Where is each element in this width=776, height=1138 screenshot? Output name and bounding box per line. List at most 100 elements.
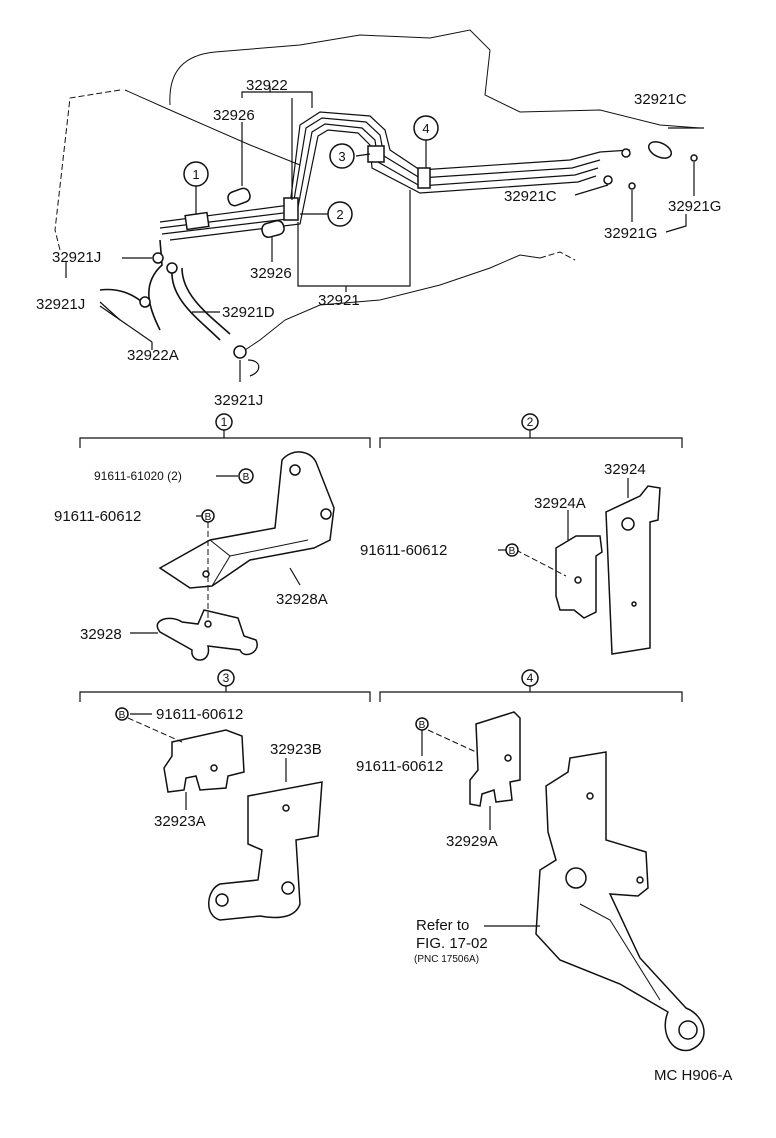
svg-text:B: B: [205, 512, 212, 523]
bracket-large-hole-1: [565, 867, 587, 889]
label-32921C-mid: 32921C: [504, 188, 557, 205]
bracket-large-hole-4: [636, 876, 644, 884]
svg-text:2: 2: [336, 207, 343, 222]
section-bracket-3: 3: [79, 669, 371, 702]
label-91611-60612-s1: 91611-60612: [54, 508, 141, 525]
svg-text:B: B: [509, 546, 516, 557]
callout-2: 2: [327, 201, 353, 227]
hose-32921D-b: [181, 267, 231, 335]
bolt-b-s3: B: [115, 707, 129, 721]
bracket-32924-hole: [621, 517, 635, 531]
clamp-4: [417, 167, 431, 189]
leader-s1-32928A: [289, 567, 301, 586]
svg-text:B: B: [243, 472, 250, 483]
callout-1: 1: [183, 161, 209, 187]
clip-32921J-3: [139, 296, 151, 308]
clamp-1: [184, 211, 210, 231]
svg-text:2: 2: [527, 415, 534, 429]
label-32921J-bottom: 32921J: [214, 392, 263, 409]
label-32921J-left: 32921J: [52, 249, 101, 266]
ring-32921G-mid: [628, 182, 636, 190]
dash-s2: [515, 549, 567, 577]
fitting-32921C-top: [647, 141, 673, 159]
callout-3: 3: [329, 143, 355, 169]
clamp-32928-hole: [204, 620, 212, 628]
label-32924: 32924: [604, 461, 646, 478]
clip-32921J-1: [152, 252, 164, 264]
label-91611-60612-s3: 91611-60612: [156, 706, 243, 723]
transmission-dash-mid: [539, 251, 576, 261]
section-bracket-4: 4: [379, 669, 683, 702]
svg-text:1: 1: [192, 167, 199, 182]
hose-end-bottom: [247, 359, 260, 377]
label-32922: 32922: [246, 77, 288, 94]
nut-32921C-mid: [603, 175, 613, 185]
svg-text:B: B: [419, 720, 426, 731]
bracket-large-hole-3: [586, 792, 594, 800]
clamp-32928: [156, 609, 258, 661]
label-91611-60612-s2: 91611-60612: [360, 542, 447, 559]
brake-tube-32922: [159, 111, 631, 241]
label-32921: 32921: [318, 292, 360, 309]
clamp-32923A: [163, 729, 245, 793]
label-91611-60612-s4: 91611-60612: [356, 758, 443, 775]
hose-32922A: [148, 239, 163, 331]
bolt-b-s2: B: [505, 543, 519, 557]
label-32922A: 32922A: [127, 347, 179, 364]
label-32926-top: 32926: [213, 107, 255, 124]
refer-line-1: Refer to: [416, 917, 469, 934]
label-32923A: 32923A: [154, 813, 206, 830]
bracket-32923B-hole-b: [215, 893, 229, 907]
bolt-b-s1-2: B: [201, 509, 215, 523]
dash-s4: [427, 729, 477, 753]
section-bracket-2: 2: [379, 413, 683, 448]
label-32921C-top: 32921C: [634, 91, 687, 108]
dash-s3: [127, 717, 183, 743]
refer-line-2: FIG. 17-02: [416, 935, 488, 952]
label-32928A: 32928A: [276, 591, 328, 608]
clip-32921J-4: [233, 345, 247, 359]
nut-32921C: [621, 148, 631, 158]
svg-text:B: B: [119, 710, 126, 721]
svg-text:4: 4: [422, 121, 429, 136]
clamp-32923A-hole: [210, 764, 218, 772]
label-32921G-mid: 32921G: [604, 225, 657, 242]
bracket-32928A: [158, 451, 335, 589]
housing-edge: [124, 89, 301, 166]
clamp-3: [367, 145, 385, 163]
clamp-32929A: [469, 711, 521, 807]
transmission-dash-left: [54, 89, 121, 251]
svg-text:3: 3: [338, 149, 345, 164]
clip-32921J-2: [166, 262, 178, 274]
bracket-32924-hole2: [631, 601, 637, 607]
clamp-32924A-hole: [574, 576, 582, 584]
transmission-outline-lower: [244, 254, 541, 351]
svg-text:4: 4: [527, 671, 534, 685]
label-32928: 32928: [80, 626, 122, 643]
bracket-hole-2: [320, 508, 332, 520]
transmission-outline: [169, 29, 701, 129]
bracket-32923B-hole-a: [282, 804, 290, 812]
label-32924A: 32924A: [534, 495, 586, 512]
grommet-32926-top: [227, 187, 251, 207]
bracket-hole-1: [289, 464, 301, 476]
bracket-large-hole-2: [678, 1020, 698, 1040]
label-32926-mid: 32926: [250, 265, 292, 282]
label-32929A: 32929A: [446, 833, 498, 850]
bolt-b-s4: B: [415, 717, 429, 731]
hose-32921D: [171, 269, 221, 341]
svg-text:3: 3: [223, 671, 230, 685]
clamp-32929A-hole: [504, 754, 512, 762]
hose-end-left: [99, 288, 143, 303]
clamp-2: [283, 197, 299, 221]
bracket-32924: [605, 485, 661, 655]
ring-32921G-right: [690, 154, 698, 162]
bracket-32923B-hole-c: [281, 881, 295, 895]
section-bracket-1: 1: [79, 413, 371, 448]
refer-line-3: (PNC 17506A): [414, 954, 479, 965]
bracket-large: [535, 751, 705, 1052]
callout-4: 4: [413, 115, 439, 141]
label-32923B: 32923B: [270, 741, 322, 758]
